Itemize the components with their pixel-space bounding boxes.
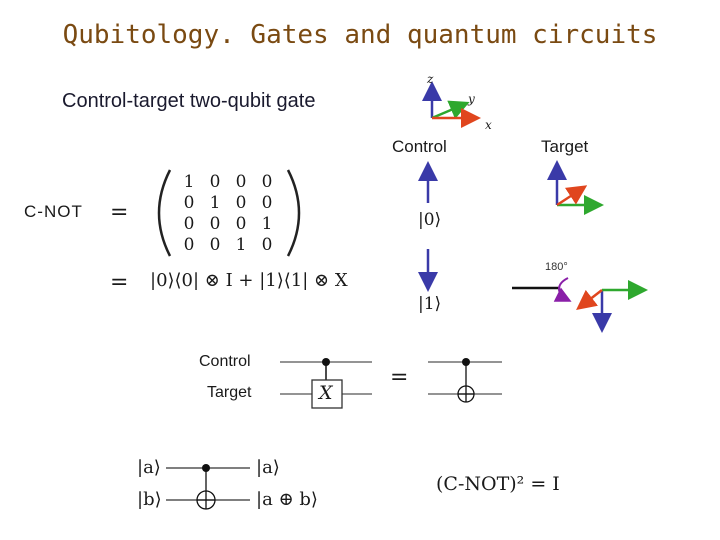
truth-circuit	[166, 464, 250, 510]
matrix-cell: 0	[183, 193, 195, 213]
page-title: Qubitology. Gates and quantum circuits	[62, 20, 658, 50]
input-b-label: |b⟩	[137, 489, 162, 510]
matrix-cell: 0	[235, 172, 247, 192]
matrix-cell: 1	[183, 172, 195, 192]
matrix-left-paren	[157, 169, 172, 257]
matrix-cell: 0	[261, 235, 273, 255]
matrix-cell: 1	[209, 193, 221, 213]
matrix-cell: 1	[261, 214, 273, 234]
axis-y-label: y	[468, 92, 475, 106]
output-xor-label: |a ⊕ b⟩	[256, 489, 318, 510]
cnot-matrix: 1 0 0 0 0 1 0 0 0 0 0 1 0 0 1 0	[156, 168, 302, 258]
matrix-cell: 0	[235, 214, 247, 234]
rotation-label: 180°	[545, 261, 568, 273]
output-a-label: |a⟩	[256, 457, 280, 478]
matrix-cell: 0	[235, 193, 247, 213]
cnot-expansion: |0⟩⟨0| ⊗ I + |1⟩⟨1| ⊗ X	[150, 270, 348, 291]
flipped-target-icon	[512, 277, 648, 333]
axis-x-label: x	[485, 118, 492, 132]
control-label: Control	[392, 137, 447, 156]
cnot-x-circuit	[280, 358, 372, 409]
axes-icon	[422, 81, 481, 128]
matrix-cell: 0	[261, 193, 273, 213]
equals-sign: =	[110, 270, 129, 295]
matrix-cell: 0	[209, 172, 221, 192]
matrix-cell: 1	[235, 235, 247, 255]
equals-sign: =	[110, 200, 129, 225]
target-state-icon	[547, 160, 604, 215]
target-label: Target	[541, 137, 589, 156]
circuit-equals-sign: =	[390, 365, 409, 390]
page-subtitle: Control-target two-qubit gate	[62, 90, 316, 112]
circuit-target-label: Target	[207, 384, 252, 401]
matrix-cell: 0	[261, 172, 273, 192]
axis-z-label: z	[427, 72, 434, 86]
identity-equation: (C-NOT)² = I	[436, 473, 560, 495]
cnot-oplus-circuit	[428, 358, 502, 403]
cnot-label: C-NOT	[24, 202, 83, 221]
matrix-cell: 0	[183, 235, 195, 255]
ket-one-label: |1⟩	[418, 294, 442, 314]
ket-zero-label: |0⟩	[418, 210, 442, 230]
x-gate-label: X	[319, 382, 333, 404]
circuit-control-label: Control	[199, 353, 251, 370]
input-a-label: |a⟩	[137, 457, 161, 478]
matrix-cell: 0	[209, 235, 221, 255]
matrix-cell: 0	[183, 214, 195, 234]
matrix-right-paren	[286, 169, 301, 257]
matrix-cell: 0	[209, 214, 221, 234]
